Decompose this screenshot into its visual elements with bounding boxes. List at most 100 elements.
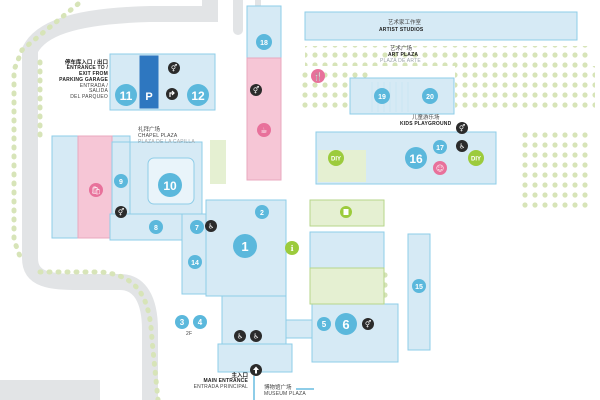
restroom-icon: ⚥ bbox=[115, 206, 127, 218]
artist-studios-label-en: ARTIST STUDIOS bbox=[379, 27, 424, 33]
svg-text:⚥: ⚥ bbox=[459, 124, 465, 133]
room-number-1: 1 bbox=[241, 239, 248, 254]
room-marker-5 bbox=[317, 317, 331, 331]
svg-text:⚥: ⚥ bbox=[253, 86, 259, 95]
room-marker-7 bbox=[190, 220, 204, 234]
room-number-4: 4 bbox=[198, 318, 203, 327]
room-number-19: 19 bbox=[378, 94, 386, 101]
garage-label-es-2: SALIDA bbox=[89, 88, 108, 95]
room-marker-18 bbox=[256, 34, 272, 50]
arrow-up-icon bbox=[250, 364, 262, 376]
room-marker-6 bbox=[335, 313, 357, 335]
diy-label: DIY bbox=[471, 157, 481, 163]
accessible-icon: ♿ bbox=[250, 330, 262, 342]
room-number-9: 9 bbox=[119, 179, 123, 186]
main-entrance-label-es: ENTRADA PRINCIPAL bbox=[193, 384, 248, 391]
svg-text:♿: ♿ bbox=[459, 143, 465, 151]
room-marker-15 bbox=[412, 279, 426, 293]
room-marker-8 bbox=[149, 220, 163, 234]
garage-label: 停车库入口 / 出口 ENTRANCE TO / EXIT FROM PARKI… bbox=[50, 60, 108, 101]
dining-icon: 🍴 bbox=[311, 69, 325, 83]
kiosk-icon bbox=[340, 206, 352, 218]
art-plaza-label-en: ART PLAZA bbox=[388, 52, 419, 58]
cafe-icon: ☕ bbox=[257, 123, 271, 137]
art-plaza-label-zh: 艺术广场 bbox=[390, 46, 413, 52]
kids-playground-label-en: KIDS PLAYGROUND bbox=[400, 121, 452, 127]
arrow-icons bbox=[166, 88, 262, 376]
svg-text:♿: ♿ bbox=[208, 223, 214, 231]
svg-text:♿: ♿ bbox=[237, 333, 243, 341]
garage-label-es-3: DEL PARQUEO bbox=[70, 94, 108, 101]
room-number-20: 20 bbox=[426, 94, 434, 101]
arrow-turn-icon bbox=[166, 88, 178, 100]
accessible-icon: ♿ bbox=[234, 330, 246, 342]
chapel-plaza-label-es: PLAZA DE LA CAPILLA bbox=[138, 139, 195, 145]
room-marker-1 bbox=[233, 234, 257, 258]
room-number-12: 12 bbox=[191, 89, 205, 103]
restroom-icons: ⚥ ⚥ ⚥ ⚥ ⚥ bbox=[115, 62, 468, 330]
green-icons: DIY DIY ℹ bbox=[285, 150, 484, 255]
room-marker-19 bbox=[374, 88, 390, 104]
room-number-16: 16 bbox=[409, 152, 423, 166]
kids-playground-label-zh: 儿童游乐场 bbox=[412, 115, 440, 121]
pink-amenity-icons: 🍴 ☕ 🛍 ☺ bbox=[89, 69, 447, 197]
room-number-2: 2 bbox=[260, 210, 264, 217]
art-plaza-label-es: PLAZA DE ARTE bbox=[380, 58, 421, 64]
svg-text:ℹ: ℹ bbox=[290, 244, 293, 253]
room-number-3: 3 bbox=[180, 318, 185, 327]
museum-plaza-label-zh: 博物馆广场 bbox=[264, 385, 292, 391]
room-marker-17 bbox=[433, 140, 447, 154]
room-marker-2 bbox=[255, 205, 269, 219]
museum-plaza-label-en: MUSEUM PLAZA bbox=[264, 391, 306, 397]
room-marker-10 bbox=[158, 173, 182, 197]
room-marker-14 bbox=[188, 255, 202, 269]
room-number-11: 11 bbox=[120, 89, 133, 103]
room-markers bbox=[114, 34, 447, 335]
svg-text:☺: ☺ bbox=[436, 164, 444, 173]
diy-icon bbox=[328, 150, 344, 166]
svg-text:🛍: 🛍 bbox=[91, 186, 101, 195]
room-number-15: 15 bbox=[415, 284, 423, 291]
shop-icon: 🛍 bbox=[89, 183, 103, 197]
room-marker-3 bbox=[175, 315, 189, 329]
accessible-icon: ♿ bbox=[456, 140, 468, 152]
room-number-10: 10 bbox=[163, 179, 177, 193]
restroom-icon: ⚥ bbox=[456, 122, 468, 134]
garage-label-zh: 停车库入口 / 出口 bbox=[64, 60, 108, 66]
room-number-14: 14 bbox=[191, 260, 199, 267]
room-number-8: 8 bbox=[154, 225, 158, 232]
main-entrance-label-zh: 主入口 bbox=[231, 373, 248, 379]
restroom-icon: ⚥ bbox=[250, 84, 262, 96]
restroom-icon: ⚥ bbox=[168, 62, 180, 74]
room-marker-4 bbox=[193, 315, 207, 329]
diy-icon bbox=[468, 150, 484, 166]
diy-label: DIY bbox=[331, 157, 341, 163]
family-icon: ☺ bbox=[433, 161, 447, 175]
svg-text:☕: ☕ bbox=[260, 126, 267, 135]
room-number-7: 7 bbox=[195, 225, 199, 232]
svg-text:⚥: ⚥ bbox=[118, 208, 124, 217]
main-entrance-label-en: MAIN ENTRANCE bbox=[203, 378, 248, 385]
chapel-plaza-label-en: CHAPEL PLAZA bbox=[138, 133, 178, 139]
room-marker-9 bbox=[114, 174, 128, 188]
svg-text:♿: ♿ bbox=[253, 333, 259, 341]
room-number-5: 5 bbox=[322, 320, 327, 329]
svg-text:⚥: ⚥ bbox=[365, 320, 371, 329]
room-marker-16 bbox=[405, 147, 427, 169]
artist-studios-label-zh: 艺术家工作室 bbox=[388, 20, 422, 26]
restroom-icon: ⚥ bbox=[362, 318, 374, 330]
main-entrance-label: 主入口 MAIN ENTRANCE ENTRADA PRINCIPAL bbox=[190, 373, 248, 391]
chapel-plaza-label-zh: 礼拜广场 bbox=[138, 127, 161, 133]
accessible-icon: ♿ bbox=[205, 220, 217, 232]
parking-badge: P bbox=[145, 91, 152, 103]
room-number-17: 17 bbox=[436, 145, 444, 152]
room-number-6: 6 bbox=[342, 317, 349, 332]
garage-label-en-2: EXIT FROM bbox=[78, 71, 108, 78]
floor-2f-label: 2F bbox=[186, 331, 193, 337]
accessible-icons: ♿ ♿ ♿ ♿ bbox=[205, 140, 468, 342]
room-marker-11 bbox=[115, 84, 137, 106]
garage-label-en-1: ENTRANCE TO / bbox=[66, 65, 108, 72]
room-marker-20 bbox=[422, 88, 438, 104]
map-info-icon: ℹ bbox=[285, 241, 299, 255]
